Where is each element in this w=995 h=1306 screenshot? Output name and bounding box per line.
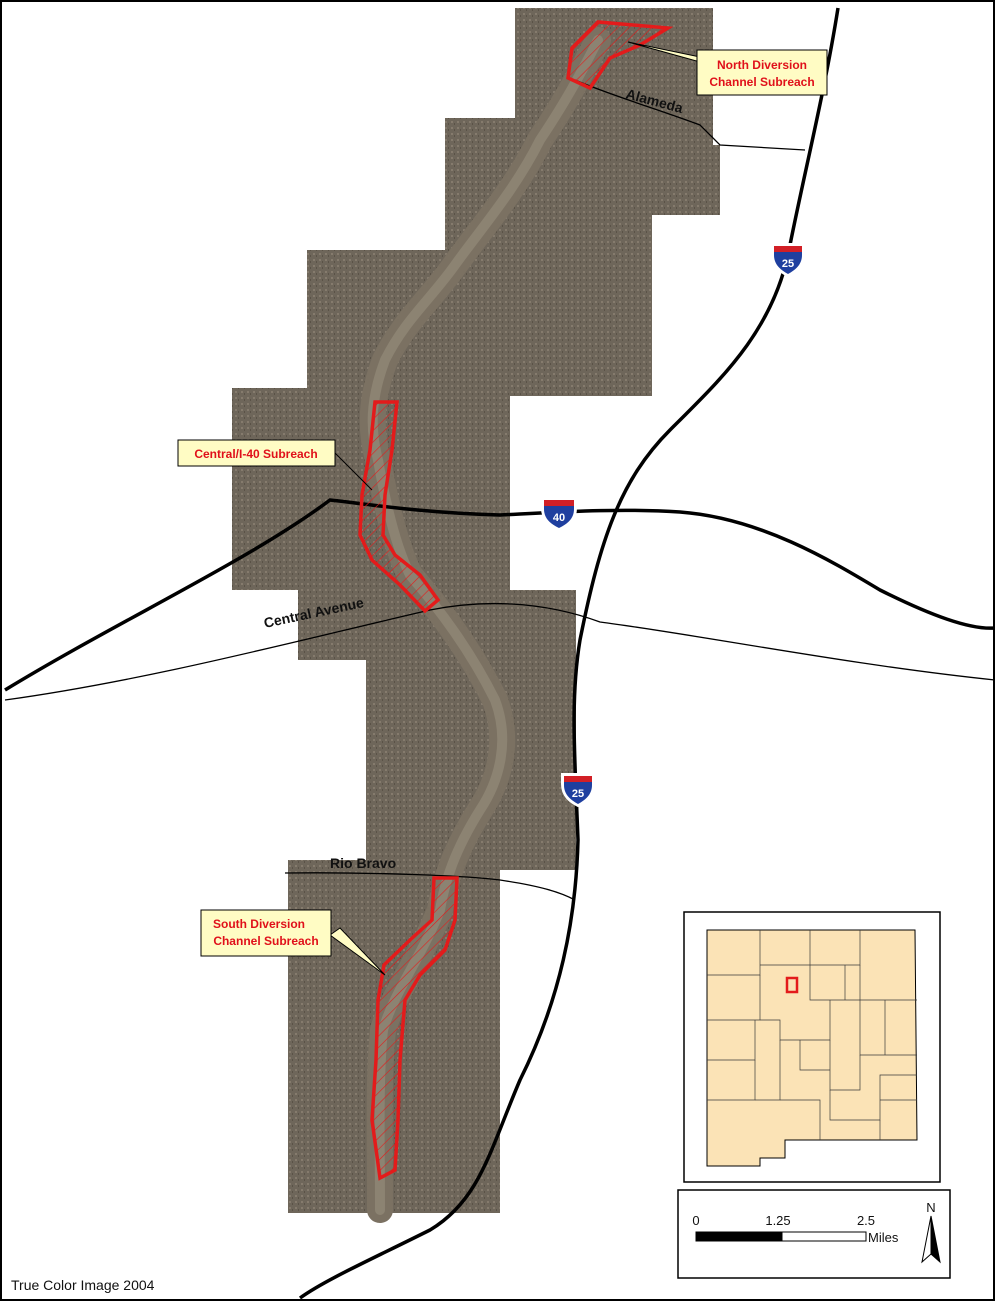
i25-north-number: 25 bbox=[782, 258, 794, 270]
north-arrow-icon: N bbox=[921, 1200, 941, 1264]
new-mexico-outline bbox=[706, 929, 918, 1167]
north-callout-line1: North Diversion bbox=[717, 58, 807, 72]
imagery-mosaic bbox=[232, 8, 720, 1213]
scale-tick-0: 0 bbox=[692, 1213, 699, 1228]
i25-south-shield-icon: 25 bbox=[561, 773, 595, 808]
central-callout-box bbox=[177, 439, 336, 467]
scale-bar: 0 1.25 2.5 Miles N bbox=[677, 1189, 951, 1279]
south-callout-line2: Channel Subreach bbox=[213, 934, 318, 948]
i40-shield-icon: 40 bbox=[541, 497, 577, 532]
south-callout: South Diversion Channel Subreach bbox=[200, 909, 332, 957]
rio-bravo-road bbox=[284, 872, 576, 901]
south-leader bbox=[329, 927, 386, 976]
scale-segment-white bbox=[781, 1231, 867, 1242]
north-callout-line2: Channel Subreach bbox=[709, 75, 814, 89]
south-callout-line1: South Diversion bbox=[213, 917, 305, 931]
inset-map bbox=[683, 911, 941, 1183]
north-callout-box bbox=[696, 49, 828, 96]
scale-segment-black bbox=[695, 1231, 783, 1242]
central-callout: Central/I-40 Subreach bbox=[177, 439, 336, 467]
north-subreach-polygon bbox=[566, 20, 674, 91]
north-label: N bbox=[926, 1200, 935, 1215]
north-callout: North Diversion Channel Subreach bbox=[696, 49, 828, 96]
study-area-locator bbox=[785, 976, 799, 994]
central-subreach-polygon bbox=[358, 400, 441, 614]
i40-number: 40 bbox=[553, 512, 565, 524]
scale-units: Miles bbox=[868, 1230, 899, 1245]
south-subreach-polygon bbox=[370, 876, 459, 1181]
i25-south-number: 25 bbox=[572, 788, 584, 800]
footer-caption: True Color Image 2004 bbox=[11, 1277, 155, 1293]
central-callout-line1: Central/I-40 Subreach bbox=[194, 447, 317, 461]
scale-tick-1: 1.25 bbox=[765, 1213, 790, 1228]
scale-tick-2: 2.5 bbox=[857, 1213, 875, 1228]
subreach-polygons bbox=[358, 20, 674, 1181]
south-callout-box bbox=[200, 909, 332, 957]
central-avenue-road bbox=[4, 602, 995, 701]
county-boundaries bbox=[707, 930, 917, 1140]
i25-north-shield-icon: 25 bbox=[771, 243, 805, 278]
rio-bravo-label: Rio Bravo bbox=[330, 855, 396, 871]
